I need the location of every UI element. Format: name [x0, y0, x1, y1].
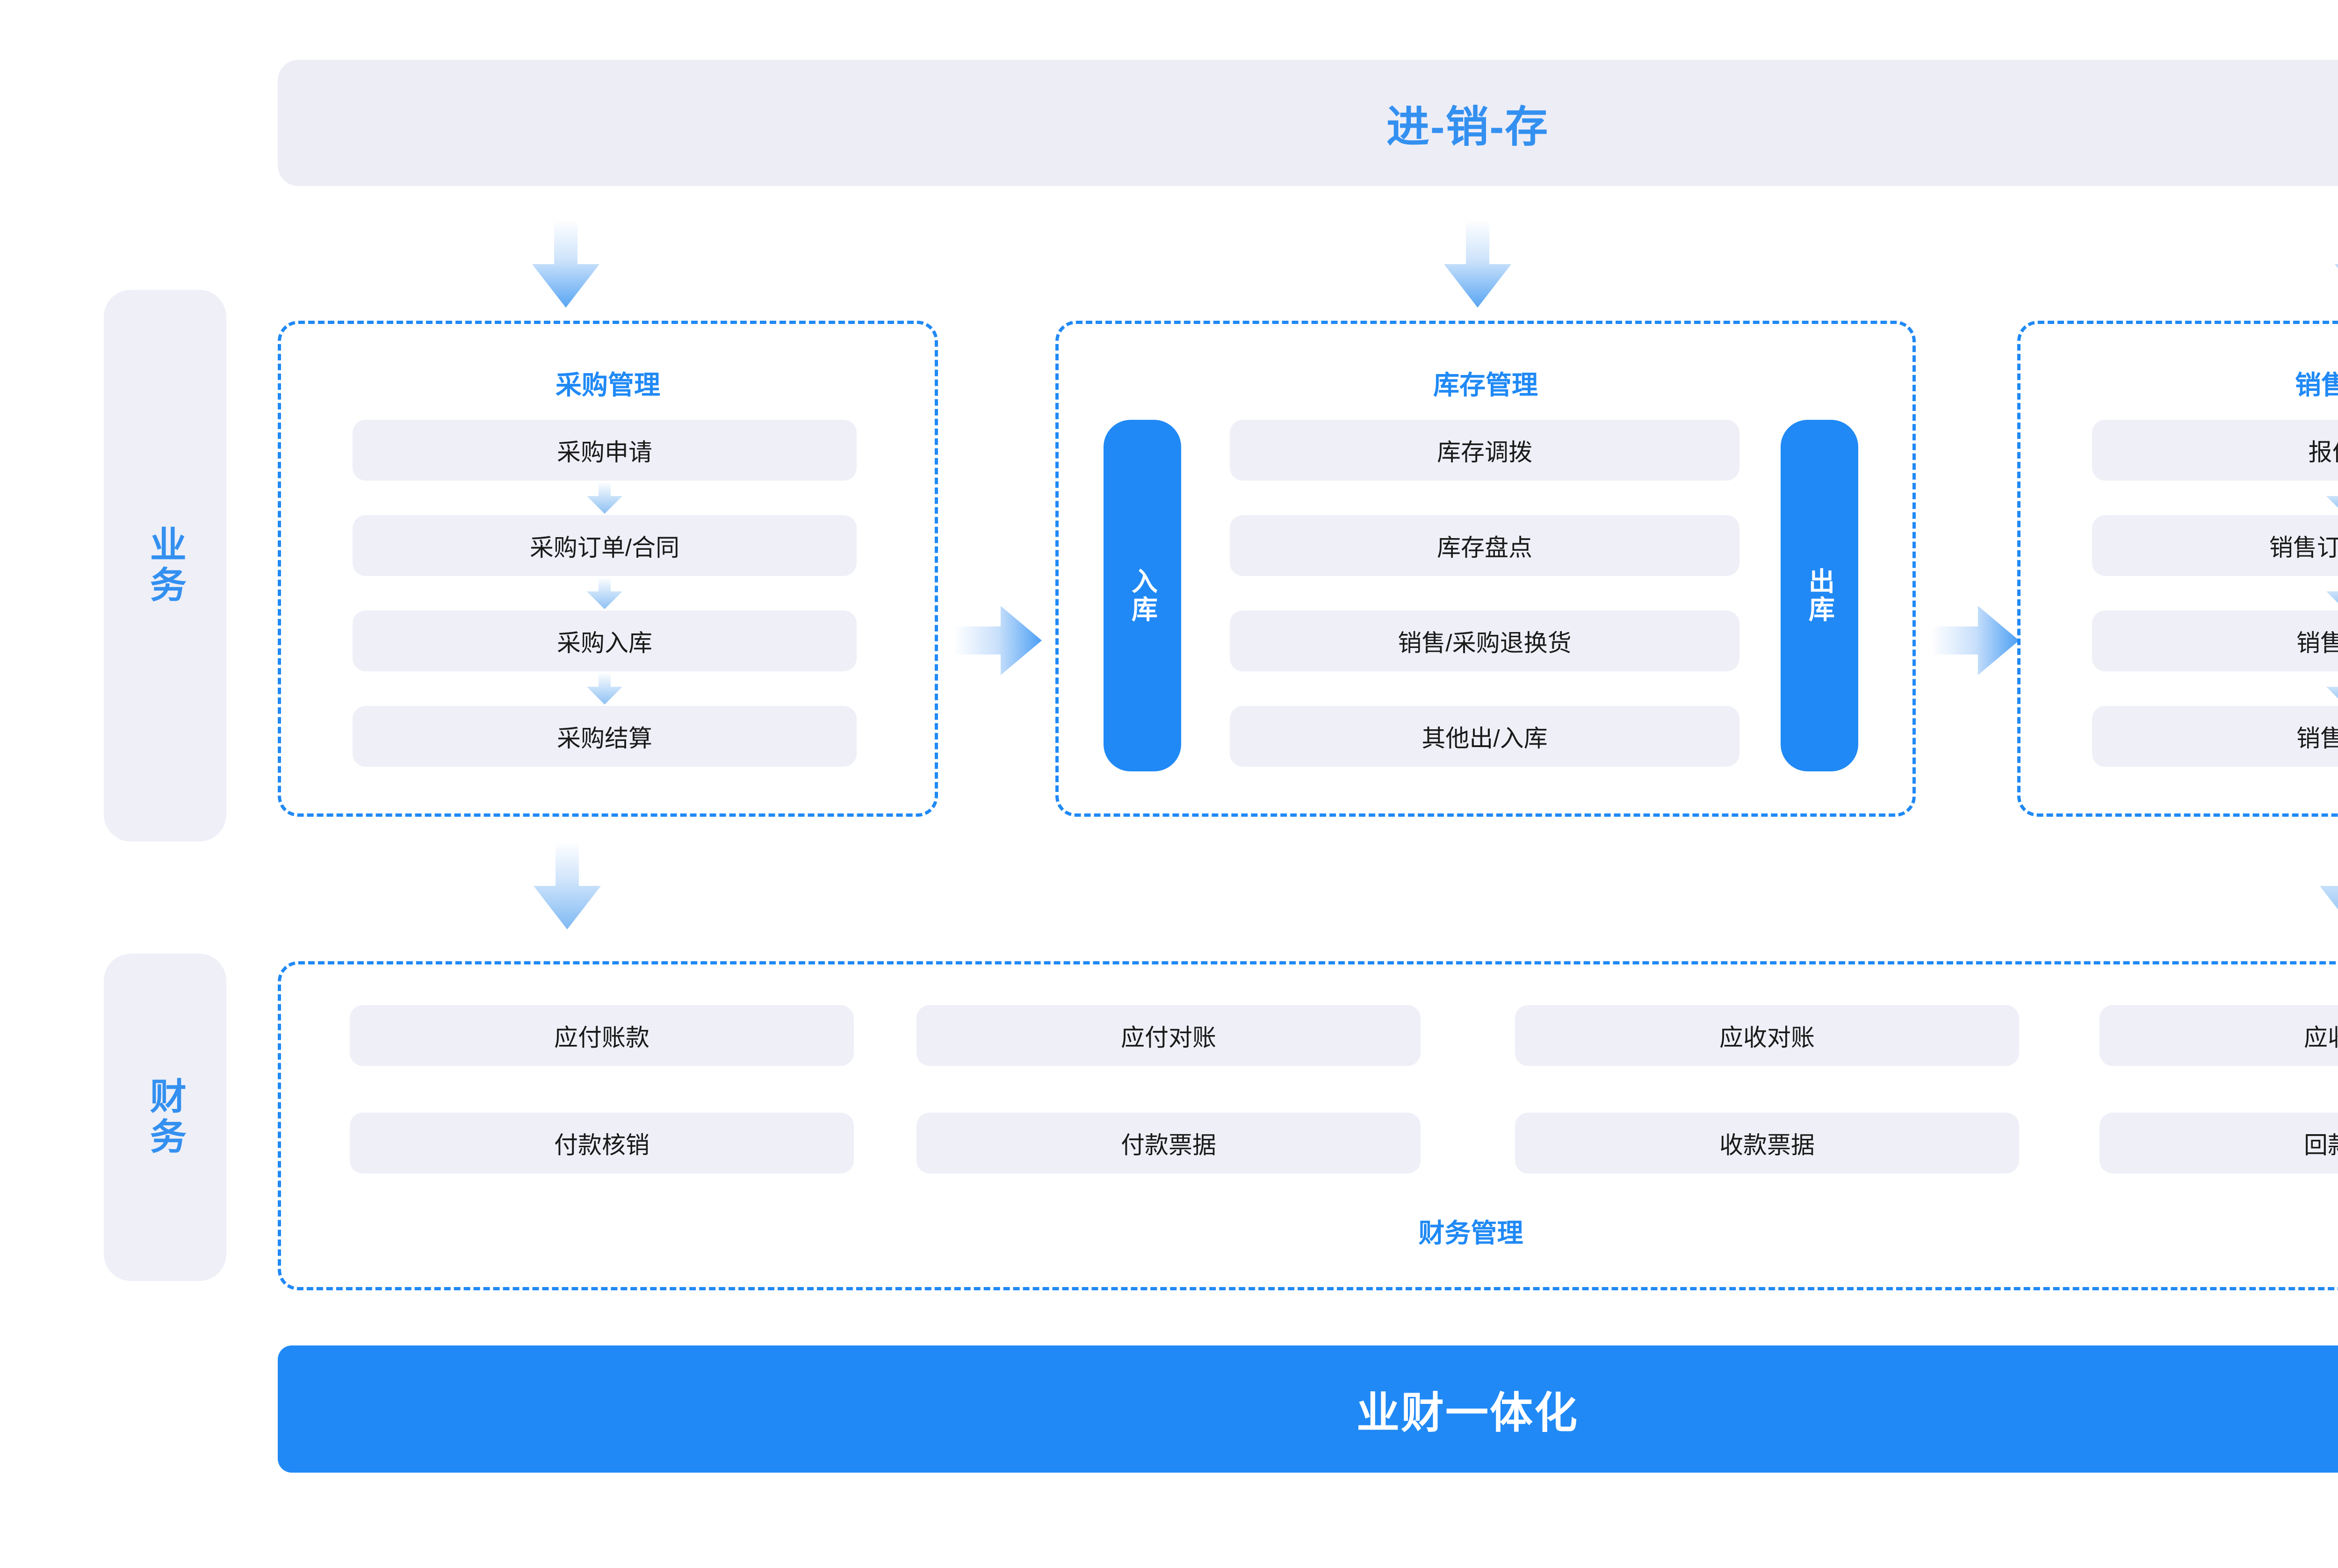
- pill-outbound[interactable]: 出库: [1781, 420, 1858, 771]
- pill-inbound-label: 入库: [1128, 568, 1158, 624]
- card-finance-r1c2[interactable]: 应付对账: [916, 1005, 1421, 1066]
- rail-business-label: 业务: [144, 525, 186, 606]
- group-inventory-title: 库存管理: [1433, 370, 1538, 400]
- arrow-down-icon-sales-to-finance: [2320, 886, 2338, 910]
- arrow-down-icon-inventory: [1444, 220, 1511, 308]
- arrow-down-icon-sales-2: [2326, 577, 2338, 603]
- pill-inbound[interactable]: 入库: [1104, 420, 1181, 771]
- group-finance-label: 财务管理: [1418, 1218, 1523, 1248]
- card-sales-3[interactable]: 销售结算: [2092, 706, 2338, 767]
- card-finance-r1c1[interactable]: 应付账款: [350, 1005, 854, 1066]
- arrow-down-icon-sales-1: [2326, 482, 2338, 508]
- card-sales-0[interactable]: 报价单: [2092, 420, 2338, 481]
- card-finance-r2c2[interactable]: 付款票据: [916, 1113, 1421, 1173]
- group-purchase-title: 采购管理: [556, 370, 660, 400]
- rail-business: 业务: [104, 290, 226, 842]
- arrow-down-icon-sales: [2335, 264, 2338, 269]
- card-finance-r2c4[interactable]: 回款核销: [2100, 1113, 2338, 1173]
- rail-finance: 财务: [104, 954, 226, 1281]
- card-sales-2[interactable]: 销售出库: [2092, 611, 2338, 671]
- footer-banner: 业财一体化: [278, 1345, 2338, 1473]
- card-finance-r1c4[interactable]: 应收账款: [2100, 1005, 2338, 1066]
- page-title: 进-销-存: [1386, 103, 1549, 151]
- card-finance-r1c3[interactable]: 应收对账: [1515, 1005, 2019, 1066]
- arrow-down-icon-purchase-2: [587, 577, 622, 609]
- group-sales: 销售管理: [2017, 321, 2338, 817]
- arrow-right-icon-1: [954, 606, 1042, 675]
- card-inventory-0[interactable]: 库存调拨: [1230, 420, 1739, 481]
- card-finance-r2c1[interactable]: 付款核销: [350, 1113, 854, 1173]
- group-purchase: 采购管理: [278, 321, 938, 817]
- group-finance: 财务管理: [278, 961, 2338, 1290]
- card-inventory-1[interactable]: 库存盘点: [1230, 515, 1739, 576]
- pill-outbound-label: 出库: [1805, 568, 1835, 624]
- card-purchase-1[interactable]: 采购订单/合同: [353, 515, 857, 576]
- card-sales-1[interactable]: 销售订单/合同: [2092, 515, 2338, 576]
- card-purchase-0[interactable]: 采购申请: [353, 420, 857, 481]
- rail-finance-label: 财务: [144, 1077, 186, 1158]
- arrow-down-icon-purchase-to-finance: [534, 842, 601, 929]
- card-finance-r2c3[interactable]: 收款票据: [1515, 1113, 2019, 1173]
- arrow-down-icon-sales-3: [2326, 673, 2338, 698]
- header-banner: 进-销-存: [278, 60, 2338, 186]
- card-inventory-3[interactable]: 其他出/入库: [1230, 706, 1739, 767]
- card-purchase-2[interactable]: 采购入库: [353, 611, 857, 671]
- arrow-right-icon-2: [1931, 606, 2019, 675]
- arrow-down-icon-purchase-1: [587, 482, 622, 514]
- arrow-down-icon-purchase-3: [587, 673, 622, 705]
- group-inventory: 库存管理: [1055, 321, 1916, 817]
- card-inventory-2[interactable]: 销售/采购退换货: [1230, 611, 1739, 671]
- arrow-down-icon-purchase: [532, 220, 599, 308]
- footer-title: 业财一体化: [1356, 1389, 1579, 1437]
- card-purchase-3[interactable]: 采购结算: [353, 706, 857, 767]
- group-sales-title: 销售管理: [2295, 370, 2338, 400]
